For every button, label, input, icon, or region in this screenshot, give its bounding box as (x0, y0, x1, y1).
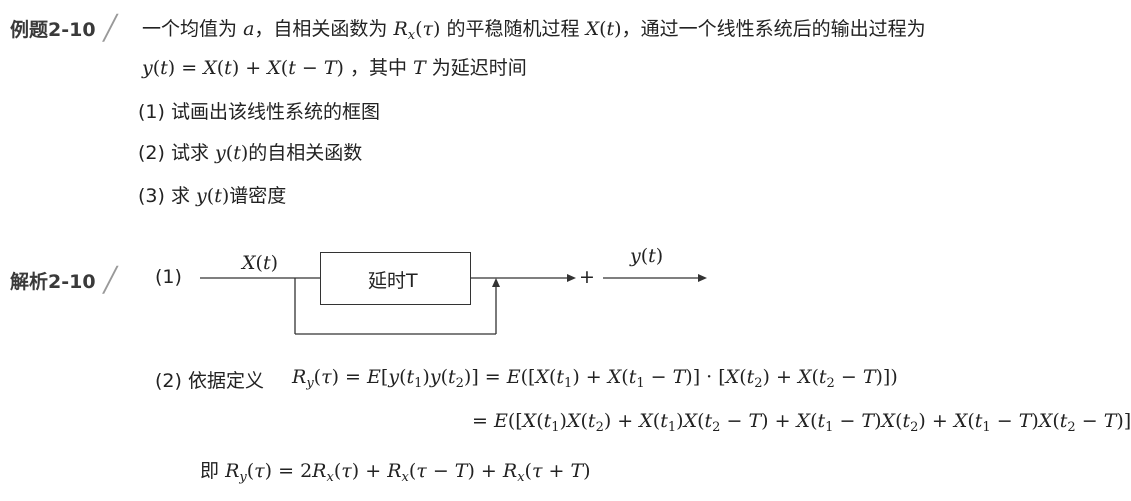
adder-symbol: + (579, 266, 595, 288)
solution-label: 解析2-10 ╱ (10, 266, 118, 294)
problem-statement-line1: 一个均值为 a，自相关函数为 Rx(τ) 的平稳随机过程 X(t)，通过一个线性… (142, 18, 926, 43)
delay-symbol: T (413, 57, 426, 79)
input-label: X(t) (242, 252, 279, 274)
result-equation: Ry(τ) = 2Rx(τ) + Rx(τ − T) + Rx(τ + T) (225, 460, 591, 485)
mean-symbol: a (243, 18, 255, 40)
question-2: (2) 试求 y(t)的自相关函数 (138, 142, 363, 164)
equation-line2: = E([X(t1)X(t2) + X(t1)X(t2 − T) + X(t1 … (472, 410, 1131, 435)
delay-block-label: 延时T (368, 270, 418, 292)
arrowhead-up (492, 278, 500, 287)
arrowhead-adder (567, 274, 576, 282)
q3-symbol: y(t) (196, 185, 230, 207)
question-3: (3) 求 y(t)谱密度 (138, 185, 287, 207)
output-expression: y(t) = X(t) + X(t − T) (142, 57, 344, 79)
arrowhead-output (698, 274, 707, 282)
output-label: y(t) (630, 245, 664, 267)
example-label: 例题2-10 ╱ (10, 14, 118, 42)
equation-line1: Ry(τ) = E[y(t1)y(t2)] = E([X(t1) + X(t1 … (292, 366, 898, 391)
problem-statement-line2: y(t) = X(t) + X(t − T) ，其中 T 为延迟时间 (142, 57, 527, 79)
result-line: 即 Ry(τ) = 2Rx(τ) + Rx(τ − T) + Rx(τ + T) (200, 460, 591, 485)
delay-block (320, 252, 471, 305)
part1-number: (1) (155, 266, 182, 288)
part2-intro: (2) 依据定义 (155, 370, 264, 392)
separator-slash: ╱ (95, 266, 118, 294)
process-symbol: X(t) (585, 18, 622, 40)
separator-slash: ╱ (95, 14, 118, 42)
question-1: (1) 试画出该线性系统的框图 (138, 101, 380, 123)
autocorr-symbol: Rx(τ) (393, 18, 441, 43)
q2-symbol: y(t) (215, 142, 249, 164)
